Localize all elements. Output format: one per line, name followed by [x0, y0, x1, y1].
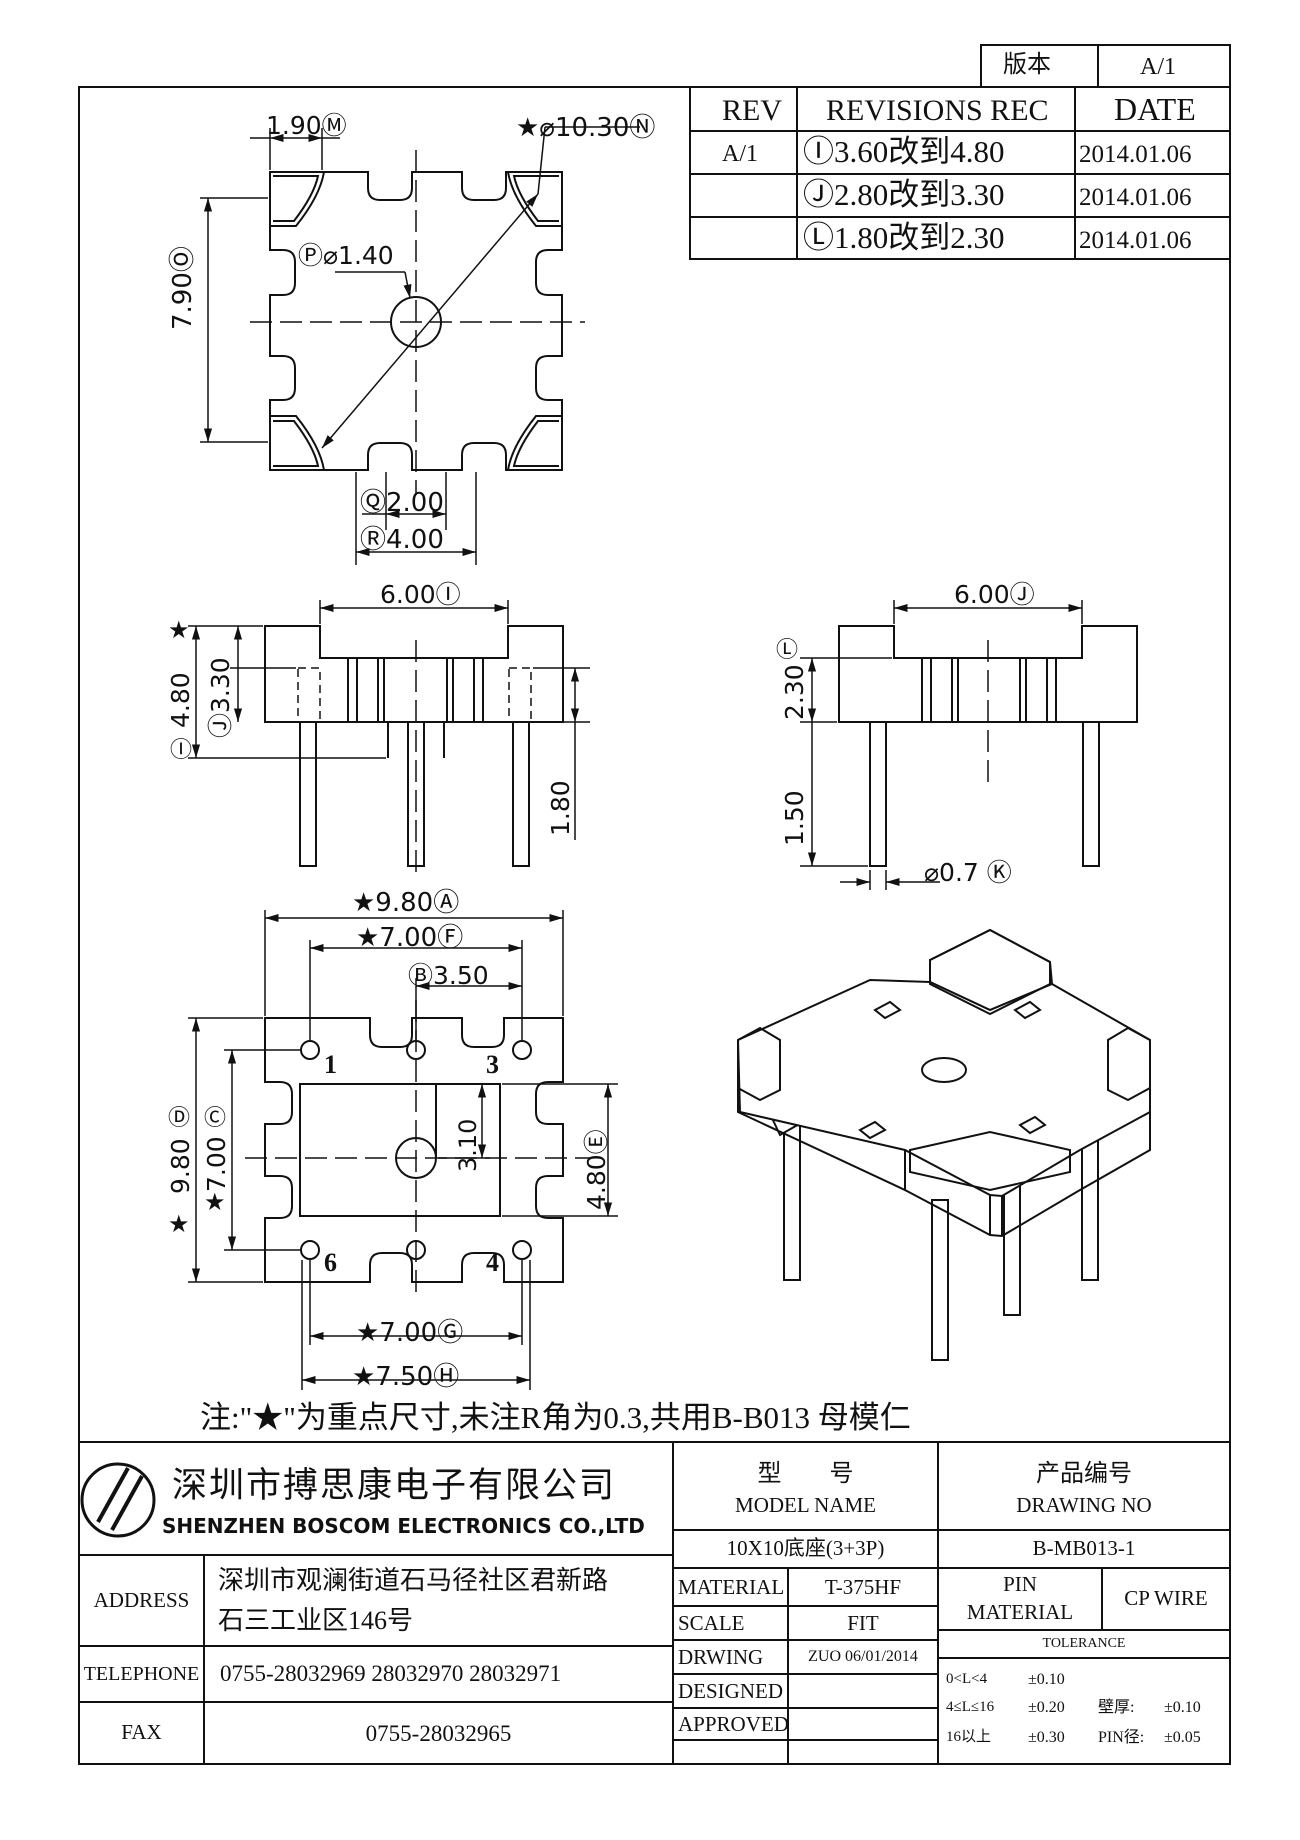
- dim-3-50-b: Ⓑ3.50: [408, 961, 489, 990]
- dim-7-00-g: ★7.00Ⓖ: [356, 1318, 464, 1348]
- pin-label-6: 6: [324, 1248, 337, 1277]
- dim-2-00: Ⓠ2.00: [360, 488, 444, 518]
- dim-front-6-00: 6.00Ⓘ: [380, 580, 461, 609]
- dim-9-80-d: 9.80: [166, 1138, 195, 1194]
- address-label: ADDRESS: [93, 1588, 190, 1612]
- telephone-label: TELEPHONE: [83, 1663, 200, 1685]
- dim-4-80-e: 4.80Ⓔ: [582, 1129, 611, 1210]
- dim-7-50-h: ★7.50Ⓗ: [352, 1362, 460, 1392]
- tolerance-label: TOLERANCE: [1042, 1636, 1126, 1651]
- rev-row-2-rec: Ⓙ2.80改到3.30: [803, 177, 1005, 212]
- dim-side-6-00: 6.00Ⓙ: [954, 580, 1035, 609]
- dim-front-4-80: 4.80: [166, 672, 195, 728]
- side-view: [838, 625, 1138, 867]
- pin-dia-value: ±0.05: [1164, 1729, 1201, 1746]
- wall-value: ±0.10: [1164, 1699, 1201, 1716]
- dim-front-star: ★: [168, 616, 190, 644]
- rev-row-2-date: 2014.01.06: [1079, 184, 1192, 211]
- dim-7-00-c: 7.00: [202, 1136, 231, 1192]
- dim-front-3-30: Ⓙ3.30: [206, 657, 235, 738]
- bottom-view-dimensions: [188, 910, 618, 1390]
- fax-value: 0755-28032965: [365, 1721, 512, 1746]
- dim-side-1-50: 1.50: [780, 790, 809, 846]
- drawing-note: 注:"★"为重点尺寸,未注R角为0.3,共用B-B013 母模仁: [200, 1400, 911, 1435]
- address-line-2: 石三工业区146号: [218, 1606, 414, 1635]
- front-view-dimensions: [188, 600, 590, 840]
- rev-row-3-date: 2014.01.06: [1079, 227, 1192, 254]
- designed-label: DESIGNED: [678, 1679, 783, 1703]
- scale-value: FIT: [847, 1611, 879, 1635]
- top-view: [250, 150, 585, 495]
- version-value: A/1: [1140, 54, 1176, 80]
- tol-row-2-range: 4≤L≤16: [946, 1699, 995, 1715]
- pin-material-value: CP WIRE: [1124, 1586, 1208, 1610]
- dim-side-l-marker: Ⓛ: [776, 638, 799, 663]
- pin-label-3: 3: [486, 1050, 499, 1079]
- company-name-en: SHENZHEN BOSCOM ELECTRONICS CO.,LTD: [162, 1514, 645, 1538]
- drwing-value: ZUO 06/01/2014: [808, 1648, 918, 1665]
- bottom-view: [245, 1000, 590, 1300]
- dim-dia-10-30: ★⌀10.30Ⓝ: [516, 113, 656, 143]
- scale-label: SCALE: [678, 1611, 745, 1635]
- title-block: [79, 1441, 1230, 1764]
- dim-side-pin-dia: ⌀0.7 Ⓚ: [924, 858, 1012, 887]
- company-name-cn: 深圳市搏思康电子有限公司: [172, 1466, 617, 1505]
- rev-row-3-rec: Ⓛ1.80改到2.30: [803, 220, 1005, 255]
- drawing-no-value: B-MB013-1: [1032, 1536, 1136, 1560]
- wall-label: 壁厚:: [1098, 1699, 1135, 1716]
- side-view-dimensions: [800, 600, 1083, 890]
- rev-row-1-rev: A/1: [722, 141, 758, 167]
- model-label-en: MODEL NAME: [735, 1493, 876, 1517]
- dim-7-90: 7.90Ⓞ: [168, 246, 198, 330]
- pin-label-4: 4: [486, 1248, 499, 1277]
- approved-label: APPROVED: [678, 1712, 789, 1736]
- tol-row-1-range: 0<L<4: [946, 1671, 988, 1687]
- dim-side-2-30: 2.30: [780, 664, 809, 720]
- pin-dia-label: PIN径:: [1098, 1729, 1145, 1746]
- front-view: [264, 625, 564, 880]
- dim-1-90: 1.90Ⓜ: [266, 111, 347, 140]
- rev-rec-header: REVISIONS REC: [826, 94, 1049, 127]
- drawing-frame: [78, 86, 1231, 1765]
- pin-material-line-2: MATERIAL: [966, 1600, 1074, 1624]
- dim-9-80-star: ★: [168, 1210, 190, 1238]
- fax-label: FAX: [121, 1720, 162, 1744]
- drawing-no-label-cn: 产品编号: [1036, 1461, 1132, 1487]
- material-label: MATERIAL: [678, 1575, 785, 1599]
- isometric-view: [736, 928, 1151, 1361]
- rev-header: REV: [722, 94, 782, 127]
- model-value: 10X10底座(3+3P): [726, 1536, 885, 1560]
- address-line-1: 深圳市观澜街道石马径社区君新路: [218, 1566, 609, 1595]
- rev-date-header: DATE: [1114, 91, 1196, 127]
- drawing-no-label-en: DRAWING NO: [1016, 1493, 1152, 1517]
- dim-dia-1-40: Ⓟ⌀1.40: [298, 241, 394, 270]
- dim-7-00-star: ★: [204, 1188, 226, 1216]
- model-label-cn: 型 号: [757, 1461, 854, 1487]
- tol-row-3-value: ±0.30: [1028, 1729, 1065, 1746]
- top-view-dimensions: [200, 126, 640, 565]
- dim-d-marker: Ⓓ: [168, 1106, 191, 1131]
- dim-c-marker: Ⓒ: [204, 1106, 227, 1131]
- version-label: 版本: [1003, 52, 1051, 78]
- pin-label-1: 1: [324, 1050, 337, 1079]
- dim-front-1-80: 1.80: [546, 780, 575, 836]
- tol-row-2-value: ±0.20: [1028, 1699, 1065, 1716]
- tol-row-1-value: ±0.10: [1028, 1671, 1065, 1688]
- rev-row-1-rec: Ⓘ3.60改到4.80: [803, 134, 1005, 169]
- dim-front-i-marker: Ⓘ: [170, 738, 193, 763]
- material-value: T-375HF: [824, 1575, 902, 1599]
- dim-4-00: Ⓡ4.00: [360, 525, 444, 555]
- tol-row-3-range: 16以上: [946, 1729, 992, 1745]
- dim-9-80-a: ★9.80Ⓐ: [352, 888, 460, 918]
- drwing-label: DRWING: [678, 1645, 764, 1669]
- telephone-value: 0755-28032969 28032970 28032971: [220, 1661, 562, 1686]
- pin-material-line-1: PIN: [1003, 1572, 1037, 1596]
- dim-7-00-f: ★7.00Ⓕ: [356, 923, 464, 953]
- rev-row-1-date: 2014.01.06: [1079, 141, 1192, 168]
- dim-3-10: 3.10: [454, 1118, 482, 1172]
- revision-table: [689, 86, 1231, 260]
